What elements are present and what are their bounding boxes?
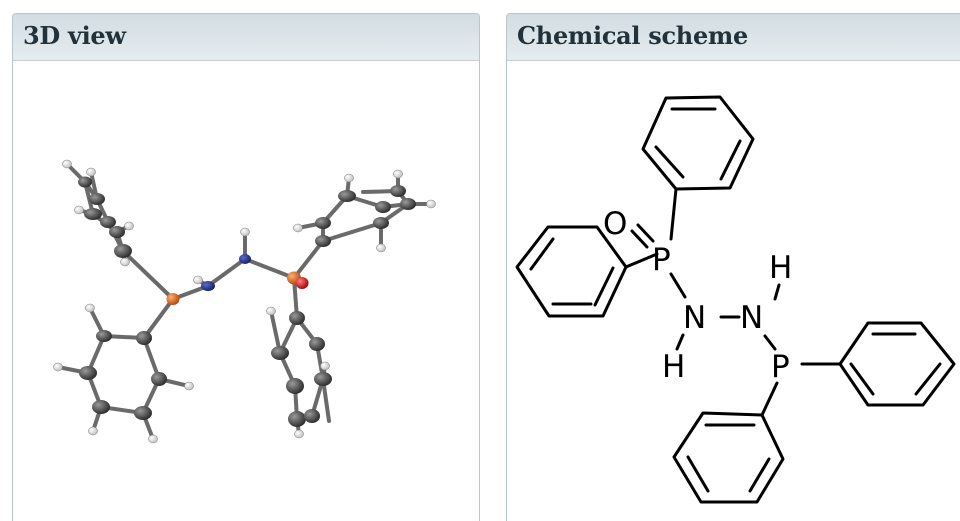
- panel-header: Chemical scheme: [507, 14, 960, 61]
- scheme-bonds: [515, 95, 956, 504]
- panel-chemical-scheme: Chemical scheme: [506, 13, 960, 521]
- panel-title: 3D view: [23, 21, 126, 50]
- molecule-3d-svg[interactable]: [13, 61, 479, 521]
- molecule-3d-canvas[interactable]: [13, 61, 479, 521]
- panel-title: Chemical scheme: [517, 21, 748, 50]
- scheme-atom-labels: O P N N H H P: [603, 206, 792, 385]
- atom-label-hydrogen-left: H: [662, 349, 685, 385]
- panel-3d-view: 3D view: [12, 13, 480, 521]
- atom-label-nitrogen-left: N: [683, 300, 706, 336]
- chemical-scheme-svg: O P N N H H P: [515, 95, 956, 504]
- chemical-scheme-canvas: O P N N H H P: [507, 61, 960, 521]
- panel-header: 3D view: [13, 14, 479, 61]
- atom-label-nitrogen-right: N: [740, 300, 763, 336]
- bonds-3d: [56, 162, 433, 441]
- atom-label-phosphorus-upper: P: [652, 242, 671, 278]
- atoms-3d: [53, 159, 436, 444]
- atom-label-phosphorus-lower: P: [771, 349, 790, 385]
- atom-label-hydrogen-right: H: [769, 250, 792, 286]
- atom-label-oxygen: O: [603, 206, 627, 242]
